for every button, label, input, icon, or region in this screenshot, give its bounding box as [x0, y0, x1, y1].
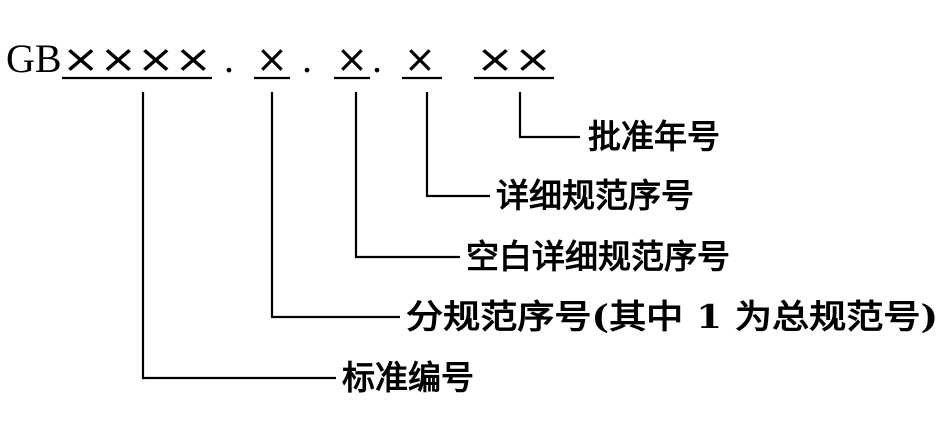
code-separator-3: . [372, 36, 382, 81]
blank-detail-spec-number-label: 空白详细规范序号 [466, 237, 730, 276]
standard-number-leader [141, 92, 336, 380]
sub-spec-number-label: 分规范序号(其中 1 为总规范号) [406, 297, 938, 336]
approval-year-leader [518, 92, 580, 139]
approval-year-label: 批准年号 [588, 117, 720, 156]
standard-number-label: 标准编号 [342, 358, 474, 397]
year-marks: ×× [476, 37, 552, 81]
standard-number-marks: ×××× [62, 37, 212, 81]
detail-spec-number-label: 详细规范序号 [496, 176, 694, 215]
blank-detail-mark: × [336, 37, 368, 81]
code-prefix: GB [6, 36, 62, 81]
code-separator-2: . [302, 36, 312, 81]
part-mark: × [256, 37, 288, 81]
blank-detail-spec-leader [354, 92, 460, 259]
sub-spec-leader [270, 92, 400, 319]
detail-spec-leader [425, 92, 490, 198]
code-separator-1: . [224, 36, 234, 81]
detail-mark: × [404, 37, 436, 81]
